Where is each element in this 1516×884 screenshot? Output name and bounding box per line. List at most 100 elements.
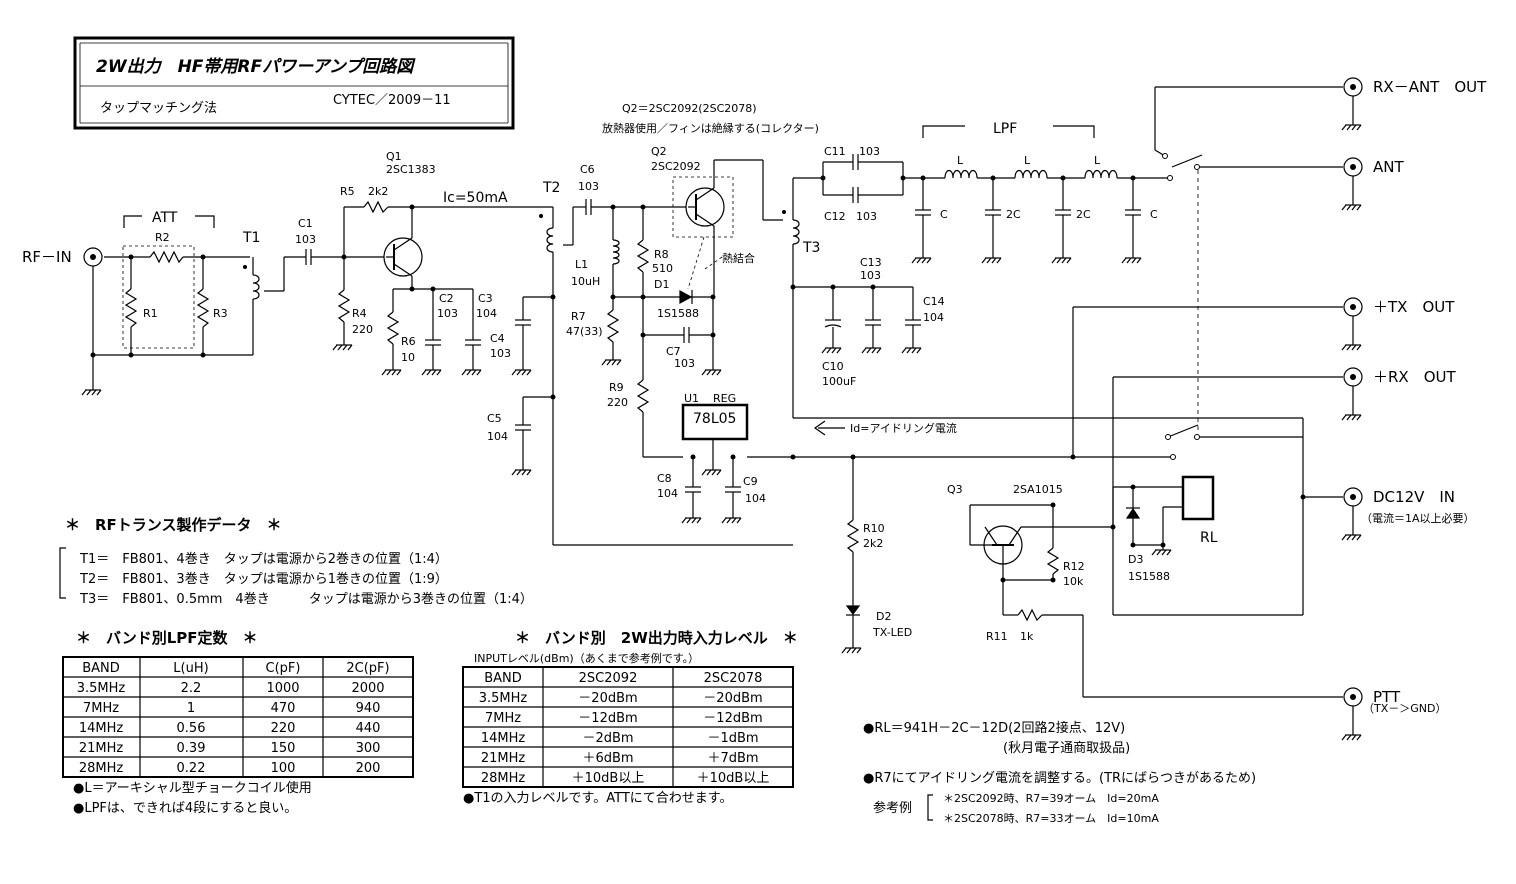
lpf-table-header-cell: BAND — [82, 661, 120, 676]
lpf-label: LPF — [993, 121, 1017, 137]
lpf-table-cell: 2000 — [351, 681, 384, 696]
q2-note: 放熱器使用／フィンは絶縁する(コレクター) — [602, 121, 819, 135]
r4-label: R4 — [352, 307, 367, 320]
ptt-note: （TX－＞GND） — [1363, 702, 1446, 715]
input-table-cell: －2dBm — [582, 731, 633, 746]
c14-label: C14 — [923, 295, 945, 308]
ant-label: ANT — [1373, 158, 1404, 176]
lpf-table-cell: 0.39 — [177, 741, 206, 756]
r9-value: 220 — [607, 396, 628, 409]
r11-label: R11 — [986, 630, 1008, 643]
lpf-table-cell: 3.5MHz — [77, 681, 126, 696]
att-label: ATT — [152, 210, 178, 226]
rl-spec: ●RL＝941H－2C－12D(2回路2接点、12V) — [863, 720, 1125, 736]
c9-value: 104 — [745, 492, 766, 505]
r11-value: 1k — [1020, 630, 1034, 643]
r2-label: R2 — [155, 231, 170, 244]
t3-spec: T3＝ FB801、0.5mm 4巻き タップは電源から3巻きの位置（1:4） — [79, 592, 533, 607]
q1-label: Q1 — [386, 150, 402, 163]
c2-label: C2 — [439, 292, 454, 305]
r5-value: 2k2 — [368, 185, 388, 198]
input-table-cell: 7MHz — [485, 711, 521, 726]
jack-rf-in — [83, 247, 103, 267]
t2-spec: T2＝ FB801、3巻き タップは電源から1巻きの位置（1:9） — [79, 572, 448, 587]
c1-value: 103 — [295, 233, 316, 246]
r4-value: 220 — [352, 323, 373, 336]
input-table-cell: ＋7dBm — [707, 751, 758, 766]
input-level-table: ＊ バンド別 2W出力時入力レベル ＊ INPUTレベル(dBm)（あくまで参考… — [462, 629, 798, 806]
lpf-table-cell: 300 — [356, 741, 381, 756]
c13-value: 103 — [860, 269, 881, 282]
lpf-l2-label: L — [1024, 154, 1031, 167]
d2-type: TX-LED — [872, 626, 912, 639]
u1-label: U1 — [684, 392, 699, 405]
input-table-cell: 14MHz — [481, 731, 526, 746]
t2-label: T2 — [542, 180, 560, 196]
input-table-header-cell: BAND — [484, 671, 522, 686]
d1-label: D1 — [654, 278, 669, 291]
c4-value: 103 — [490, 347, 511, 360]
t1-spec: T1＝ FB801、4巻き タップは電源から2巻きの位置（1:4） — [79, 552, 448, 567]
q2-heading: Q2＝2SC2092(2SC2078) — [622, 102, 757, 115]
q3-type: 2SA1015 — [1013, 483, 1063, 496]
lpf-table-header-cell: 2C(pF) — [346, 661, 389, 676]
c5-label: C5 — [487, 412, 502, 425]
c7-value: 103 — [674, 357, 695, 370]
r8-label: R8 — [654, 248, 669, 261]
idle-current-label: Id=アイドリング電流 — [850, 421, 957, 435]
lpf-table-cell: 14MHz — [79, 721, 124, 736]
author-label: CYTEC／2009－11 — [333, 93, 451, 108]
input-table-cell: －20dBm — [578, 691, 637, 706]
c2-value: 103 — [437, 307, 458, 320]
r8-value: 510 — [652, 262, 673, 275]
r12-value: 10k — [1063, 575, 1084, 588]
input-table-cell: ＋10dB以上 — [697, 771, 770, 786]
lpf-table-cell: 1 — [187, 701, 195, 716]
input-table-note: ●T1の入力レベルです。ATTにて合わせます。 — [463, 791, 733, 806]
c12-value: 103 — [856, 210, 877, 223]
junction-dots — [90, 175, 1306, 583]
lpf-table-cell: 440 — [356, 721, 381, 736]
lpf-c1-label: C — [940, 208, 948, 221]
input-table-cell: －20dBm — [703, 691, 762, 706]
lpf-table-cell: 7MHz — [83, 701, 119, 716]
rx-ant-out-label: RX－ANT OUT — [1373, 78, 1487, 96]
jack-rx-out — [1343, 367, 1363, 387]
lpf-l3-label: L — [1094, 154, 1101, 167]
rl-label: RL — [1200, 530, 1218, 546]
lpf-table-cell: 1000 — [266, 681, 299, 696]
lpf-l1-label: L — [957, 154, 964, 167]
input-table-cell: 28MHz — [481, 771, 526, 786]
c10-label: C10 — [822, 360, 844, 373]
c14-value: 104 — [923, 311, 944, 324]
lpf-table-heading: ＊ バンド別LPF定数 ＊ — [76, 629, 258, 647]
c8-value: 104 — [657, 487, 678, 500]
lpf-table-cell: 28MHz — [79, 761, 124, 776]
r7-label: R7 — [571, 310, 586, 323]
jack-ptt — [1343, 687, 1363, 707]
jack-rx-ant-out — [1343, 77, 1363, 97]
ptt-label: PTT — [1373, 688, 1401, 706]
input-table-heading: ＊ バンド別 2W出力時入力レベル ＊ — [515, 629, 798, 647]
lpf-table-cell: 2.2 — [181, 681, 202, 696]
tx-out-label: ＋TX OUT — [1373, 298, 1455, 316]
r6-value: 10 — [401, 351, 415, 364]
input-table-cell: ＋10dB以上 — [572, 771, 645, 786]
q2-type: 2SC2092 — [651, 160, 701, 173]
rf-in-label: RF－IN — [22, 248, 72, 266]
u1-type: 78L05 — [693, 411, 736, 427]
jack-ant — [1343, 157, 1363, 177]
lpf-table-cell: 150 — [271, 741, 296, 756]
lpf-c2-label: 2C — [1006, 208, 1021, 221]
input-table-cell: －12dBm — [703, 711, 762, 726]
thermal-label: 熱結合 — [722, 251, 755, 265]
c12-label: C12 — [824, 210, 846, 223]
input-table-subheading: INPUTレベル(dBm)（あくまで参考例です。） — [474, 651, 699, 665]
lpf-table-cell: 21MHz — [79, 741, 124, 756]
r3-label: R3 — [213, 307, 228, 320]
title-block: 2W出力 HF帯用RFパワーアンプ回路図 タップマッチング法 CYTEC／200… — [73, 36, 515, 130]
dc12v-in-label: DC12V IN — [1373, 488, 1455, 506]
c10-value: 100uF — [822, 375, 856, 388]
c5-value: 104 — [487, 430, 508, 443]
